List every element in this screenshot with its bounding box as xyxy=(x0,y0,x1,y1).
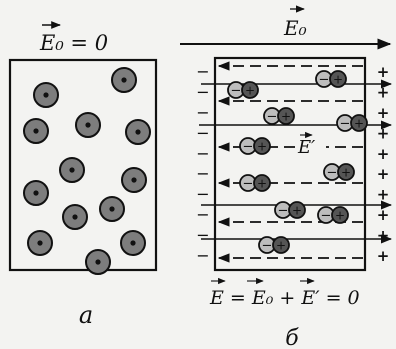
dipole-minus: − xyxy=(340,117,351,132)
dipole: −+ xyxy=(239,137,271,155)
dipole-minus: − xyxy=(262,239,273,254)
dipole-plus: + xyxy=(281,110,291,124)
surface-plus: + xyxy=(377,247,390,265)
atoms-unpolarized xyxy=(23,67,151,275)
surface-plus: + xyxy=(377,186,390,204)
conductor-b xyxy=(213,56,367,272)
dipole-minus: − xyxy=(319,73,330,88)
surface-minus: − xyxy=(196,82,209,101)
dipole-minus: − xyxy=(243,177,254,192)
field-zero-label: E₀ = 0 xyxy=(39,31,108,55)
surface-plus: + xyxy=(377,63,390,81)
surface-minus: − xyxy=(196,205,209,224)
neutral-atom xyxy=(111,67,137,93)
surface-plus: + xyxy=(377,165,390,183)
external-field-label: E₀ xyxy=(283,16,307,40)
surface-minus: − xyxy=(196,164,209,183)
dipole: −+ xyxy=(258,236,290,254)
surface-plus: + xyxy=(377,206,390,224)
dipole: −+ xyxy=(227,81,259,99)
surface-minus: − xyxy=(196,123,209,142)
panel-a: E₀ = 0 а xyxy=(8,21,158,329)
neutral-atom xyxy=(85,249,111,275)
dipole-plus: + xyxy=(341,166,351,180)
surface-plus: + xyxy=(377,104,390,122)
dipole: −+ xyxy=(274,201,306,219)
neutral-atom xyxy=(59,157,85,183)
neutral-atom xyxy=(125,119,151,145)
dipole-plus: + xyxy=(354,117,364,131)
negative-surface-charges: −−−−−−−−−− xyxy=(196,62,209,265)
surface-minus: − xyxy=(196,246,209,265)
neutral-atom xyxy=(120,230,146,256)
dipole: −+ xyxy=(263,107,295,125)
neutral-atom xyxy=(23,118,49,144)
neutral-atom xyxy=(33,82,59,108)
dipole: −+ xyxy=(239,174,271,192)
surface-plus: + xyxy=(377,227,390,245)
surface-plus: + xyxy=(377,145,390,163)
polarized-dipoles: −+−+−+−+−+−+−+−+−+−+ xyxy=(227,70,368,254)
dipole-minus: − xyxy=(321,209,332,224)
surface-plus: + xyxy=(377,83,390,101)
dipole-plus: + xyxy=(335,209,345,223)
surface-minus: − xyxy=(196,62,209,81)
surface-plus: + xyxy=(377,124,390,142)
caption-b: б xyxy=(285,326,299,349)
neutral-atom xyxy=(23,180,49,206)
dipole-minus: − xyxy=(231,84,242,99)
induced-field-lines xyxy=(217,61,363,263)
neutral-atom xyxy=(121,167,147,193)
dipole-minus: − xyxy=(243,140,254,155)
dipole: −+ xyxy=(317,206,349,224)
neutral-atom xyxy=(27,230,53,256)
dipole-plus: + xyxy=(257,177,267,191)
dipole-plus: + xyxy=(245,84,255,98)
neutral-atom xyxy=(75,112,101,138)
conductor-a xyxy=(8,58,158,272)
panel-b: E₀ −+−+−+−+−+−+−+−+−+−+ −−−−−−−−−− +++++… xyxy=(180,5,393,349)
dipole: −+ xyxy=(323,163,355,181)
neutral-atom xyxy=(99,196,125,222)
dipole-plus: + xyxy=(333,73,343,87)
positive-surface-charges: + + + + + + + + + + xyxy=(377,63,390,265)
dipole: −+ xyxy=(336,114,368,132)
surface-minus: − xyxy=(196,103,209,122)
dipole-minus: − xyxy=(278,204,289,219)
dipole-plus: + xyxy=(276,239,286,253)
surface-minus: − xyxy=(196,185,209,204)
zero-field-equation: E = E₀ + E′ = 0 xyxy=(209,287,360,309)
induced-field-label: E′ xyxy=(297,137,315,158)
dipole-minus: − xyxy=(327,166,338,181)
dipole-plus: + xyxy=(292,204,302,218)
dipole-minus: − xyxy=(267,110,278,125)
neutral-atom xyxy=(62,204,88,230)
dipole-plus: + xyxy=(257,140,267,154)
surface-minus: − xyxy=(196,144,209,163)
caption-a: а xyxy=(79,301,93,329)
surface-minus: − xyxy=(196,226,209,245)
dipole: −+ xyxy=(315,70,347,88)
